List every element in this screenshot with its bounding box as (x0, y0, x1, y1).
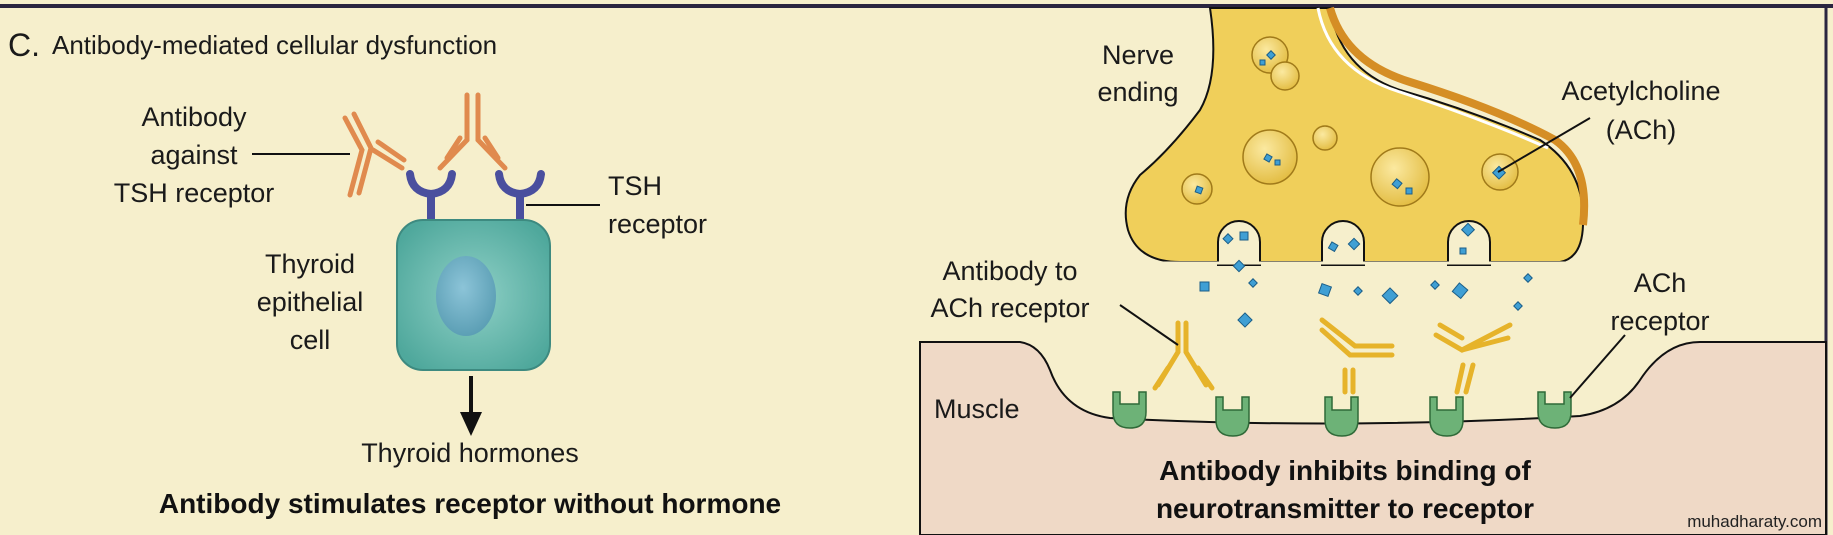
tsh-receptor-icon (495, 170, 545, 226)
tsh-antibody-icon (342, 111, 407, 198)
cell-label-line1: Thyroid (265, 249, 355, 279)
synaptic-vesicles (1181, 36, 1519, 207)
panel-title: Antibody-mediated cellular dysfunction (52, 30, 497, 60)
antibody-label-line3: TSH receptor (114, 178, 275, 208)
panel-letter: C. (8, 27, 40, 63)
ach-label-line1: Acetylcholine (1561, 76, 1720, 106)
nerve-ending-icon (1124, 7, 1585, 263)
antibody-label-line2: against (150, 140, 238, 170)
antibody-ach-label-line1: Antibody to (942, 256, 1077, 286)
right-panel: Nerve ending Acetylcholine (ACh) Antibod… (919, 6, 1827, 535)
antibody-ach-label-line2: ACh receptor (930, 293, 1089, 323)
nucleus-icon (436, 256, 496, 336)
ach-label-line2: (ACh) (1606, 115, 1677, 145)
myelin-sheath (1326, 6, 1589, 226)
vesicle-fusion-openings (1217, 220, 1491, 266)
cell-label-line2: epithelial (257, 287, 364, 317)
antibody-leader-line (1119, 304, 1179, 346)
ach-leader-line (1497, 117, 1591, 173)
muscle-label: Muscle (934, 394, 1020, 424)
ach-antibody-icon (1319, 317, 1395, 395)
tsh-receptor-label-line1: TSH (608, 171, 662, 201)
tsh-receptor-label-line2: receptor (608, 209, 707, 239)
ach-antibody-icon (1433, 322, 1513, 395)
right-caption-line2: neurotransmitter to receptor (1156, 493, 1534, 524)
thyroid-hormones-label: Thyroid hormones (361, 438, 579, 468)
ach-receptor-label-line2: receptor (1610, 306, 1709, 336)
nerve-membrane (1316, 7, 1549, 150)
muscle-region (919, 341, 1827, 535)
down-arrow-icon (460, 376, 482, 436)
ach-antibody-icon (1152, 320, 1215, 391)
receptor-leader-line (1569, 334, 1626, 399)
watermark: muhadharaty.com (1687, 512, 1822, 531)
nerve-label-line2: ending (1097, 77, 1178, 107)
cell-label-line3: cell (290, 325, 331, 355)
ach-receptor-label-line1: ACh (1634, 268, 1687, 298)
nerve-label-line1: Nerve (1102, 40, 1174, 70)
right-caption-line1: Antibody inhibits binding of (1159, 455, 1531, 486)
left-panel: C. Antibody-mediated cellular dysfunctio… (8, 27, 781, 519)
tsh-receptor-icon (406, 170, 456, 226)
ach-receptor-icon (1112, 391, 1572, 437)
left-caption: Antibody stimulates receptor without hor… (159, 488, 781, 519)
tsh-antibody-icon (437, 92, 508, 171)
ach-molecules-icon (1194, 50, 1533, 328)
antibody-label-line1: Antibody (141, 102, 247, 132)
